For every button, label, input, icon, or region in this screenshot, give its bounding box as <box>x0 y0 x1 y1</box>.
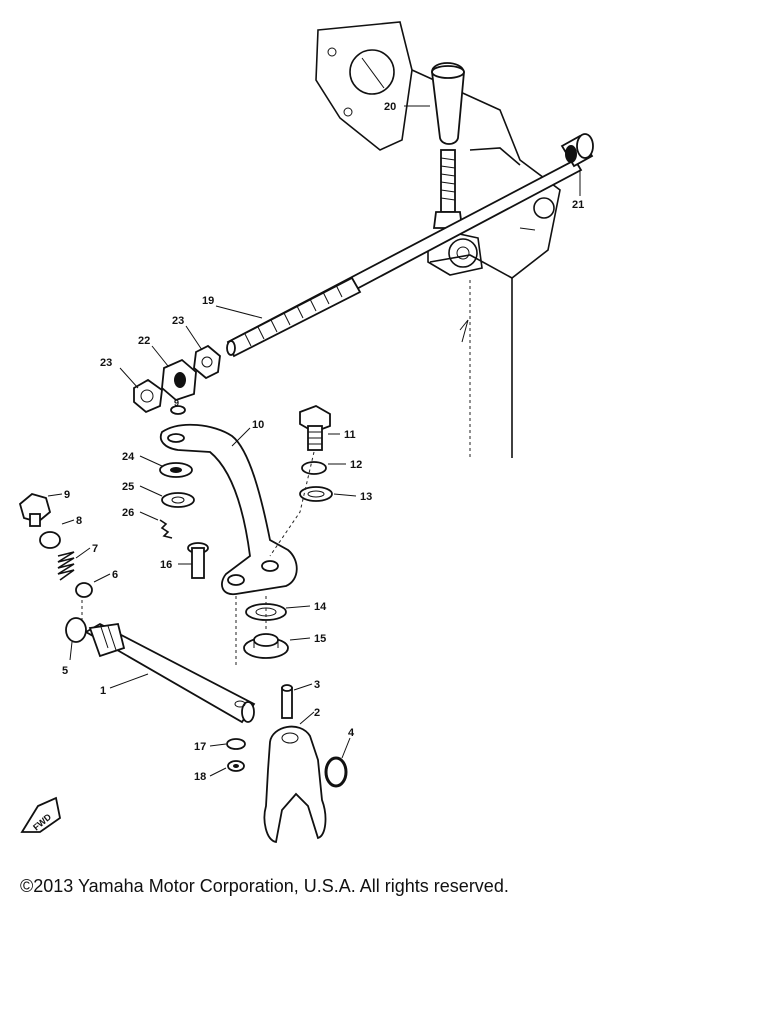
lock-nut-lower <box>133 378 163 414</box>
small-washer <box>170 405 186 415</box>
callout-21: 21 <box>572 199 584 211</box>
shift-lever-stud <box>432 149 464 229</box>
rod-end-joint <box>161 358 197 402</box>
callout-12: 12 <box>350 459 362 471</box>
shift-arm <box>159 423 298 596</box>
ball-6 <box>75 582 93 598</box>
callout-18: 18 <box>194 771 206 783</box>
callout-13: 13 <box>360 491 372 503</box>
lock-nut-upper <box>193 344 221 380</box>
callout-19: 19 <box>202 295 214 307</box>
callout-17: 17 <box>194 741 206 753</box>
exploded-parts-diagram: FWD 20 21 19 23 22 23 <box>18 21 594 844</box>
callout-2: 2 <box>314 707 320 719</box>
callout-6: 6 <box>112 569 118 581</box>
callout-16: 16 <box>160 559 172 571</box>
callout-5: 5 <box>62 665 68 677</box>
washer-14 <box>245 603 287 621</box>
callout-26: 26 <box>122 507 134 519</box>
clevis-pin <box>187 542 209 579</box>
callout-7: 7 <box>92 543 98 555</box>
guide-pin <box>281 684 293 719</box>
gasket-8 <box>39 531 61 549</box>
washer-25 <box>161 492 195 508</box>
shift-knob <box>431 62 465 145</box>
callout-23-lower: 23 <box>100 357 112 369</box>
washer-13 <box>299 486 333 502</box>
rubber-boot <box>560 133 594 168</box>
callout-20: 20 <box>384 101 396 113</box>
callout-22: 22 <box>138 335 150 347</box>
callout-25: 25 <box>122 481 134 493</box>
callout-4: 4 <box>348 727 355 739</box>
washer-17 <box>226 738 246 750</box>
frame-bracket <box>315 21 561 458</box>
forward-direction-arrow: FWD <box>20 796 61 833</box>
callout-8: 8 <box>76 515 82 527</box>
callout-11: 11 <box>344 429 356 441</box>
callout-9-small: 9 <box>174 398 179 408</box>
callout-23-upper: 23 <box>172 315 184 327</box>
copyright-notice: ©2013 Yamaha Motor Corporation, U.S.A. A… <box>20 876 509 896</box>
spring-7 <box>57 551 75 581</box>
lock-washer-12 <box>301 461 327 475</box>
shift-fork <box>263 725 327 844</box>
collar-15 <box>243 633 289 659</box>
callout-10: 10 <box>252 419 264 431</box>
callout-numbers: 20 21 19 23 22 23 9 10 11 12 13 24 25 26… <box>62 101 584 783</box>
callout-3: 3 <box>314 679 320 691</box>
pivot-bolt <box>299 405 331 451</box>
spring-clip <box>159 519 173 539</box>
leader-lines <box>47 105 581 777</box>
callout-14: 14 <box>314 601 327 613</box>
callout-24: 24 <box>122 451 135 463</box>
shift-shaft <box>84 622 256 724</box>
callout-1: 1 <box>100 685 106 697</box>
o-ring-4 <box>324 756 348 788</box>
oil-seal-5 <box>65 617 87 643</box>
callout-9: 9 <box>64 489 70 501</box>
callout-15: 15 <box>314 633 326 645</box>
shift-rod <box>226 158 583 358</box>
plug-bolt <box>18 493 52 527</box>
